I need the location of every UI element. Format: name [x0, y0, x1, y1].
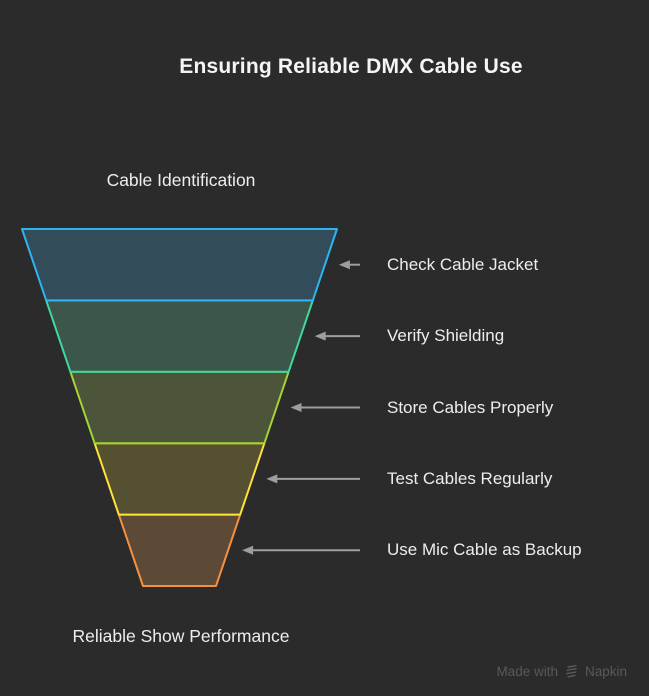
napkin-logo-icon: [566, 664, 577, 678]
arrow-head-icon: [338, 260, 350, 270]
arrow-head-icon: [242, 545, 254, 555]
watermark-brand: Napkin: [584, 664, 627, 679]
page-title: Ensuring Reliable DMX Cable Use: [179, 55, 523, 78]
arrow-head-icon: [290, 403, 302, 412]
step-label-verify-shielding: Verify Shielding: [387, 326, 505, 345]
funnel-segment-4: [93, 442, 266, 516]
funnel-segment-5: [117, 513, 242, 587]
funnel-segment-3: [69, 370, 290, 445]
step-label-store-cables-properly: Store Cables Properly: [387, 398, 554, 417]
step-label-use-mic-cable-as-backup: Use Mic Cable as Backup: [387, 540, 582, 559]
watermark: Made with Napkin: [496, 664, 627, 679]
funnel-segment-1: [21, 228, 338, 302]
arrow-head-icon: [266, 474, 278, 484]
funnel-segment-2: [45, 299, 314, 373]
arrow-head-icon: [314, 331, 326, 341]
step-label-check-cable-jacket: Check Cable Jacket: [387, 255, 539, 274]
funnel-outcome-label: Reliable Show Performance: [72, 626, 290, 646]
watermark-prefix: Made with: [496, 664, 558, 679]
funnel-entry-label: Cable Identification: [106, 170, 256, 190]
step-label-test-cables-regularly: Test Cables Regularly: [387, 469, 553, 488]
